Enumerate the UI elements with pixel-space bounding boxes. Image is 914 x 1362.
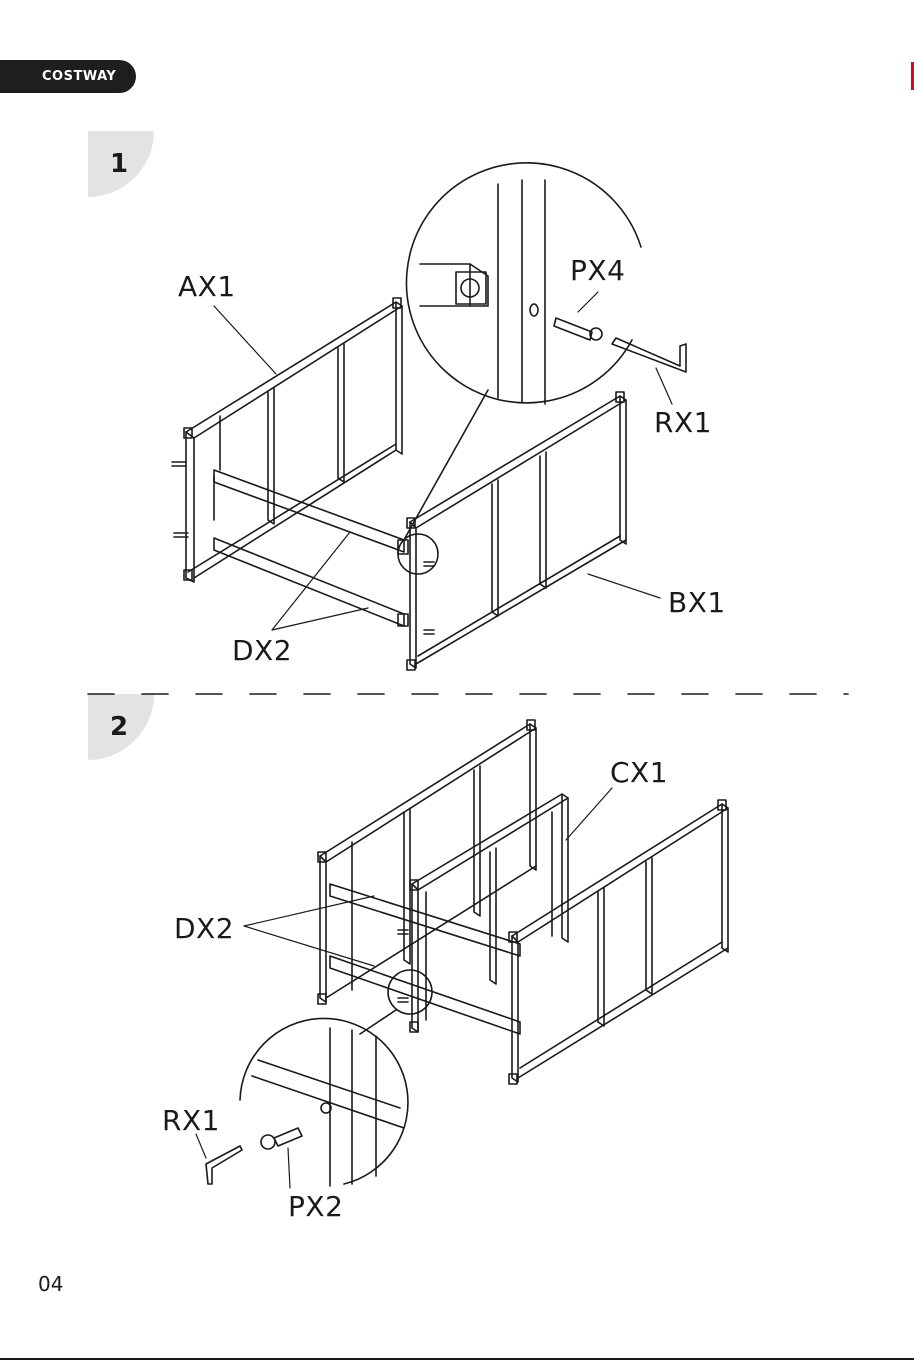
panel-bx1 bbox=[407, 392, 626, 670]
label-cx1: CX1 bbox=[610, 756, 668, 789]
label-bx1: BX1 bbox=[668, 586, 726, 619]
page-number: 04 bbox=[38, 1272, 63, 1296]
label-dx2-step2: DX2 bbox=[174, 912, 234, 945]
bottom-rule bbox=[0, 1358, 914, 1360]
panel-back-step2 bbox=[318, 720, 536, 1004]
leader-lines-step1 bbox=[214, 292, 672, 630]
label-px2: PX2 bbox=[288, 1190, 343, 1223]
label-ax1: AX1 bbox=[178, 270, 236, 303]
label-rx1-step2: RX1 bbox=[162, 1104, 220, 1137]
rails-dx2-step2 bbox=[330, 884, 520, 1034]
panel-front-step2 bbox=[509, 800, 728, 1084]
rails-dx2-step1 bbox=[214, 470, 408, 626]
label-dx2-step1: DX2 bbox=[232, 634, 292, 667]
label-rx1-step1: RX1 bbox=[654, 406, 712, 439]
panel-cx1 bbox=[410, 794, 568, 1032]
label-px4: PX4 bbox=[570, 254, 625, 287]
